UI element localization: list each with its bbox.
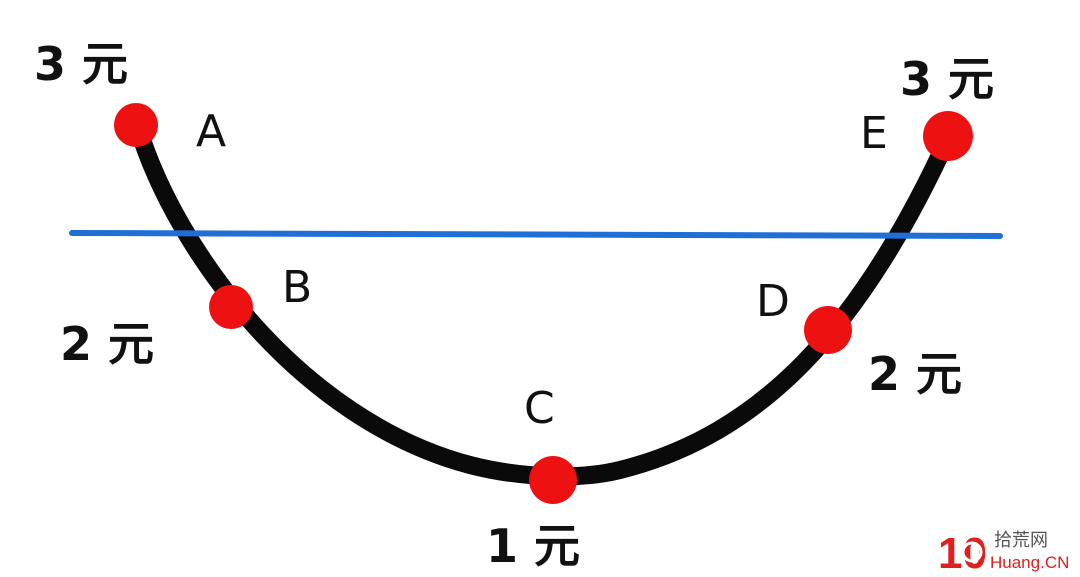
point-c-marker [529,456,577,504]
gear-icon [961,541,983,563]
point-e: E 3 元 [860,52,994,161]
point-d-label: D [756,276,790,327]
point-a: A 3 元 [34,37,226,157]
point-a-price: 3 元 [34,37,128,91]
point-c-label: C [524,383,555,434]
point-d-price: 2 元 [868,347,962,401]
point-e-label: E [860,108,888,159]
point-b: B 2 元 [60,262,312,371]
point-c-price: 1 元 [486,519,580,573]
point-b-marker [209,285,253,329]
point-d: D 2 元 [756,276,962,401]
watermark: 10 拾荒网 Huang.CN [938,529,1069,577]
point-d-marker [804,306,852,354]
point-e-price: 3 元 [900,52,994,106]
point-a-marker [114,103,158,147]
point-b-label: B [282,262,312,313]
point-b-price: 2 元 [60,317,154,371]
point-e-marker [923,111,973,161]
point-a-label: A [196,106,226,157]
horizontal-line [69,230,1003,239]
point-c: C 1 元 [486,383,580,573]
watermark-site-name: 拾荒网 [994,530,1048,550]
watermark-site-domain: Huang.CN [990,553,1069,572]
